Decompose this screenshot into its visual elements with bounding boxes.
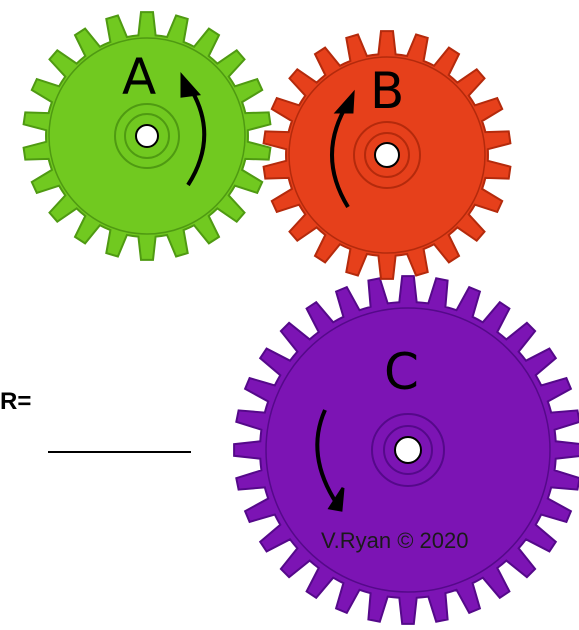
gear-a-hub-inner-ring: [124, 113, 170, 159]
gear-c-pitch-circle: [265, 307, 551, 593]
gear-c-arrowhead: [327, 487, 345, 512]
gear-c-rotation-arrow: [315, 409, 339, 506]
gear-c-hub-inner-ring: [383, 425, 433, 475]
gear-c-axle-hole: [394, 436, 422, 464]
ratio-label: R=: [0, 388, 32, 415]
gear-b-label: B: [370, 62, 404, 120]
gear-b-arrowhead: [333, 89, 355, 114]
gear-a-pitch-circle: [48, 37, 246, 235]
gear-a-hub-ring: [114, 103, 180, 169]
gear-b-pitch-circle: [288, 56, 486, 254]
gear-a-rotation-arrow: [186, 84, 207, 187]
credit-text: V.Ryan © 2020: [321, 528, 469, 553]
gear-a-arrowhead: [180, 72, 202, 98]
gear-b-axle-hole: [374, 142, 400, 168]
gear-b-rotation-arrow: [330, 101, 350, 209]
gear-c: C: [233, 275, 579, 625]
gear-a-axle-hole: [135, 124, 159, 148]
gear-c-label: C: [384, 343, 419, 401]
gear-a: A: [22, 11, 272, 261]
answer-line: [48, 451, 191, 453]
gear-b: B: [262, 30, 512, 280]
gear-a-label: A: [122, 48, 156, 106]
gear-b-hub-ring: [353, 121, 421, 189]
gear-c-hub-ring: [371, 413, 445, 487]
gear-b-hub-inner-ring: [364, 132, 410, 178]
